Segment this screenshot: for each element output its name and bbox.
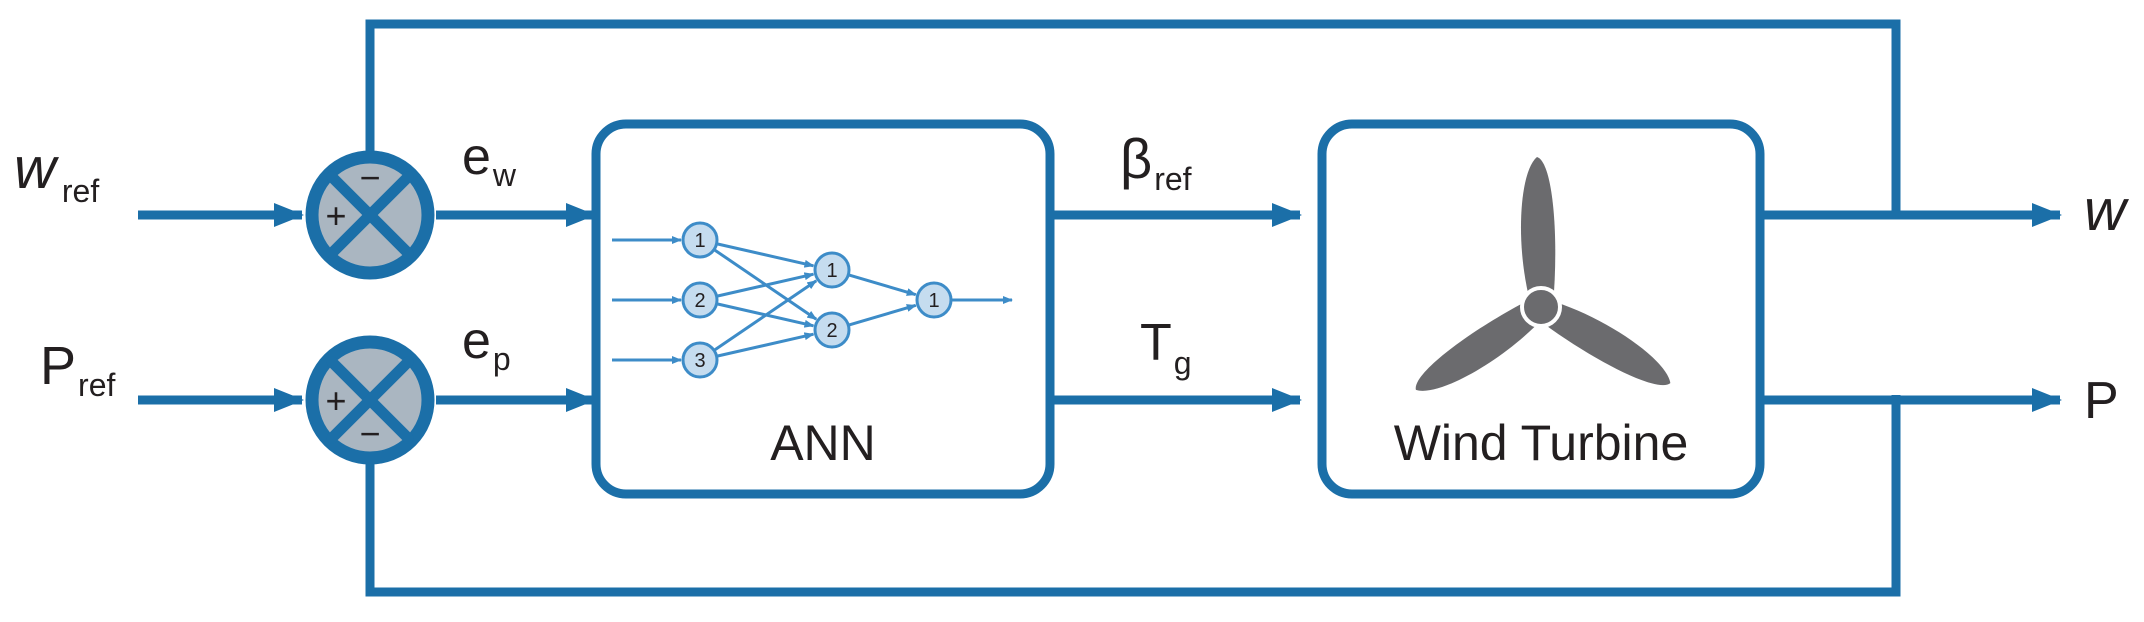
junction-bottom-plus-sign: + — [325, 380, 346, 421]
ann-node-label: 2 — [826, 320, 837, 342]
p-ref-label: Pref — [40, 336, 115, 403]
speed-summing-junction: − + — [305, 150, 435, 280]
beta-ref-label: βref — [1120, 127, 1192, 197]
ann-node-label: 2 — [694, 290, 705, 312]
turbine-blade-left — [1415, 297, 1545, 391]
ann-connection-input3-hidden1 — [713, 279, 818, 352]
junction-x-mark — [326, 356, 414, 444]
ann-connection-input1-hidden1 — [716, 242, 815, 268]
e-p-label: ep — [462, 312, 511, 377]
ann-node-label: 3 — [694, 350, 705, 372]
w-ref-subscript: ref — [62, 173, 99, 209]
wind-turbine-icon — [1415, 157, 1671, 391]
e-w-main: e — [462, 128, 491, 186]
turbine-blade-up — [1520, 157, 1556, 305]
ann-connection-hidden2-output1 — [847, 303, 917, 327]
ann-hidden-node-2: 2 — [813, 311, 851, 349]
ann-connection-input2-hidden1 — [716, 272, 815, 298]
ann-node-circle — [813, 311, 851, 349]
turbine-hub — [1520, 286, 1562, 328]
p-output-label: P — [2084, 372, 2119, 430]
t-g-label: Tg — [1140, 314, 1192, 381]
junction-top-plus-sign: + — [325, 195, 346, 236]
junction-x-mark — [326, 171, 414, 259]
turbine-blade-right — [1536, 299, 1671, 386]
p-ref-subscript: ref — [78, 367, 115, 403]
ann-node-circle — [915, 281, 953, 319]
ann-label: ANN — [770, 415, 876, 471]
ann-input-node-3: 3 — [681, 341, 719, 379]
ann-node-circle — [681, 281, 719, 319]
power-feedback-line — [365, 395, 1901, 597]
ann-connection-input3-hidden2 — [716, 332, 815, 358]
ann-node-circle — [813, 251, 851, 289]
junction-top-minus-sign: − — [359, 157, 380, 198]
e-w-label: ew — [462, 128, 517, 193]
ann-hidden-node-1: 1 — [813, 251, 851, 289]
e-p-main: e — [462, 312, 491, 370]
w-output-label: w — [2084, 178, 2129, 243]
wind-turbine-block: Wind Turbine — [1317, 119, 1765, 499]
beta-ref-main: β — [1120, 127, 1152, 190]
ann-node-label: 1 — [928, 290, 939, 312]
ann-node-label: 1 — [694, 230, 705, 252]
wind-turbine-label: Wind Turbine — [1394, 415, 1689, 471]
feedback-lines — [365, 19, 1901, 597]
t-g-main: T — [1140, 314, 1172, 372]
ann-output-node-1: 1 — [915, 281, 953, 319]
speed-feedback-line — [365, 19, 1901, 215]
ann-node-circle — [681, 221, 719, 259]
ann-connection-hidden1-output1 — [847, 273, 917, 297]
ann-node-circle — [681, 341, 719, 379]
w-ref-main: w — [14, 136, 59, 201]
ann-input-node-1: 1 — [681, 221, 719, 259]
beta-ref-subscript: ref — [1154, 161, 1191, 197]
ann-input-node-2: 2 — [681, 281, 719, 319]
ann-block: 1 2 3 1 2 1 ANN — [591, 119, 1055, 499]
power-summing-junction: + − — [305, 335, 435, 465]
ann-connections — [612, 236, 1013, 364]
ann-nodes: 1 2 3 1 2 1 — [681, 221, 953, 379]
p-ref-main: P — [40, 336, 76, 396]
e-w-subscript: w — [492, 157, 517, 193]
junction-bottom-minus-sign: − — [359, 413, 380, 454]
e-p-subscript: p — [493, 341, 511, 377]
t-g-subscript: g — [1174, 345, 1192, 381]
ann-node-label: 1 — [826, 260, 837, 282]
